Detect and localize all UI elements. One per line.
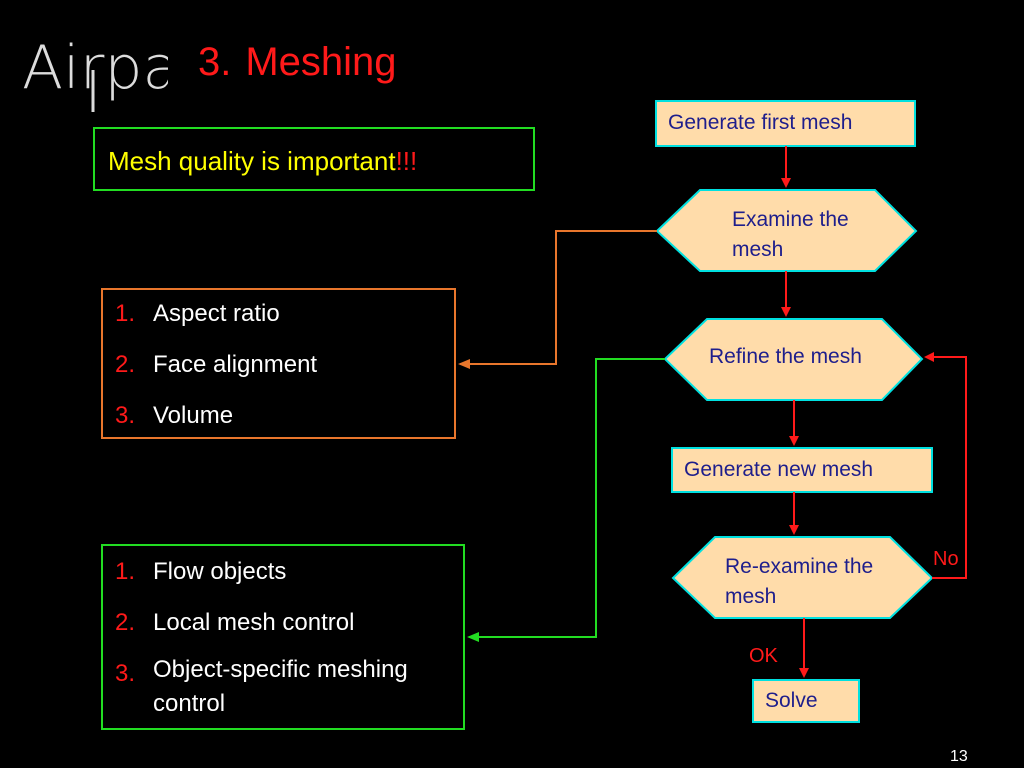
node-solve-label: Solve [765,689,818,712]
page-number: 13 [950,748,968,765]
node-generate-first-mesh [655,100,916,147]
mesh-quality-callout: Mesh quality is important!!! [93,127,535,191]
list-item-text: Volume [153,402,234,429]
node-generate-new-mesh [671,447,933,493]
callout-text-wrap: Mesh quality is important!!! [108,146,417,177]
callout-emphasis: !!! [395,146,418,176]
list-item: 2. Local mesh control [115,609,354,637]
list-item-number: 1. [115,558,136,585]
list-item-text: Face alignment [153,351,318,378]
branch-label-no: No [933,548,959,570]
list-item-number: 1. [115,300,136,327]
arrow-no-loop-back [924,352,967,579]
mesh-quality-criteria-box: 1. Aspect ratio 2. Face alignment 3. Volume [101,288,456,439]
list-item-text: Object-specific meshing control [153,656,408,717]
branch-label-ok: OK [749,645,778,667]
list-item: 1. Aspect ratio [115,300,280,328]
slide-title: 3. Meshing [198,40,397,85]
list-item: 2. Face alignment [115,351,317,379]
node-generate-new-mesh-label: Generate new mesh [684,458,874,481]
connector-refine-to-methods [467,358,665,642]
slide-title-text: Meshing [245,40,397,84]
list-item-number: 2. [115,609,136,636]
list-item-text: Flow objects [153,558,287,585]
node-solve [752,679,860,723]
list-item-number: 3. [115,660,136,687]
list-item-text: Local mesh control [153,609,355,636]
airpak-logo-text: Airpak [22,33,168,103]
list-item: 1. Flow objects [115,558,286,586]
node-examine-mesh [655,189,918,272]
node-reexamine-mesh-label: Re-examine the mesh [725,555,874,608]
list-item-number: 2. [115,351,136,378]
list-item-number: 3. [115,402,136,429]
node-examine-mesh-label: Examine the mesh [732,208,849,261]
node-generate-first-mesh-label: Generate first mesh [668,111,853,134]
callout-text: Mesh quality is important [108,146,396,176]
list-item: 3. Volume [115,402,233,430]
node-refine-mesh [663,318,924,401]
list-item: 3. Object-specific meshing control [115,656,463,721]
mesh-refinement-methods-box: 1. Flow objects 2. Local mesh control 3. Ob… [101,544,465,730]
node-refine-mesh-label: Refine the mesh [709,345,862,368]
airpak-logo: Airpak [22,33,168,112]
list-item-text: Aspect ratio [153,300,280,327]
slide-title-number: 3. [198,40,232,84]
connector-examine-to-criteria [458,230,657,369]
